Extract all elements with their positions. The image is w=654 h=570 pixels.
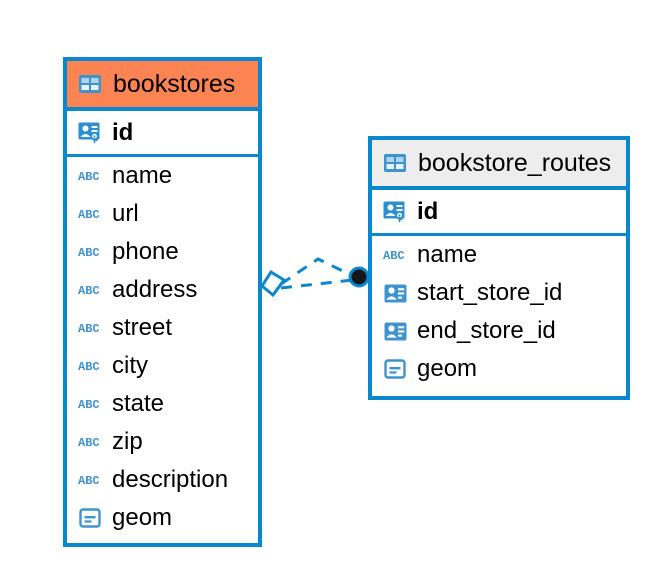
column-row-bookstores-city[interactable]: ABC city <box>67 347 258 385</box>
abc-text-icon: ABC <box>77 355 103 377</box>
relationship-line-upper <box>280 257 356 286</box>
abc-text-icon: ABC <box>77 431 103 453</box>
entity-table-bookstores[interactable]: bookstores <box>63 57 262 547</box>
svg-text:ABC: ABC <box>383 249 405 261</box>
column-label-bookstores-street: street <box>112 314 173 341</box>
svg-text:ABC: ABC <box>78 436 100 448</box>
table-grid-icon <box>77 73 103 95</box>
column-row-bookstore-routes-id[interactable]: id <box>372 190 626 236</box>
column-label-bookstore-routes-name: name <box>417 241 478 268</box>
abc-text-icon: ABC <box>77 469 103 491</box>
column-label-bookstore-routes-id: id <box>417 197 439 225</box>
foreign-key-icon <box>382 320 408 342</box>
svg-text:ABC: ABC <box>78 284 100 296</box>
abc-text-icon: ABC <box>77 279 103 301</box>
abc-text-icon: ABC <box>77 241 103 263</box>
column-label-bookstores-id: id <box>112 118 134 146</box>
column-label-bookstores-description: description <box>112 466 229 493</box>
column-label-bookstores-url: url <box>112 200 139 227</box>
column-row-bookstore-routes-start-store-id[interactable]: start_store_id <box>372 274 626 312</box>
svg-text:ABC: ABC <box>78 360 100 372</box>
svg-text:ABC: ABC <box>78 398 100 410</box>
svg-text:ABC: ABC <box>78 208 100 220</box>
column-row-bookstores-street[interactable]: ABC street <box>67 309 258 347</box>
relationship-line-lower <box>280 278 354 290</box>
column-label-bookstores-address: address <box>112 276 198 303</box>
column-row-bookstores-phone[interactable]: ABC phone <box>67 233 258 271</box>
entity-table-bookstore-routes[interactable]: bookstore_routes <box>368 136 630 400</box>
abc-text-icon: ABC <box>382 244 408 266</box>
relationship-target-circle-icon <box>348 266 370 288</box>
abc-text-icon: ABC <box>77 393 103 415</box>
column-label-bookstore-routes-end-store-id: end_store_id <box>417 317 556 344</box>
column-row-bookstores-geom[interactable]: geom <box>67 499 258 537</box>
svg-text:ABC: ABC <box>78 322 100 334</box>
column-row-bookstores-url[interactable]: ABC url <box>67 195 258 233</box>
column-row-bookstores-address[interactable]: ABC address <box>67 271 258 309</box>
table-grid-icon <box>382 152 408 174</box>
column-row-bookstores-state[interactable]: ABC state <box>67 385 258 423</box>
primary-key-icon <box>77 122 103 144</box>
entity-title-bookstore-routes: bookstore_routes <box>418 148 612 177</box>
column-label-bookstores-city: city <box>112 352 148 379</box>
geometry-icon <box>77 507 103 529</box>
svg-text:ABC: ABC <box>78 170 100 182</box>
column-row-bookstores-name[interactable]: ABC name <box>67 157 258 195</box>
entity-title-bookstores: bookstores <box>113 69 236 98</box>
column-label-bookstores-name: name <box>112 162 173 189</box>
abc-text-icon: ABC <box>77 203 103 225</box>
column-label-bookstores-zip: zip <box>112 428 143 455</box>
column-row-bookstores-description[interactable]: ABC description <box>67 461 258 499</box>
relationship-source-diamond-icon <box>260 269 287 298</box>
column-label-bookstores-geom: geom <box>112 504 173 531</box>
entity-columns-bookstore-routes: id ABC name <box>372 190 626 388</box>
entity-header-bookstores[interactable]: bookstores <box>67 61 258 111</box>
column-row-bookstore-routes-end-store-id[interactable]: end_store_id <box>372 312 626 350</box>
svg-text:ABC: ABC <box>78 246 100 258</box>
foreign-key-icon <box>382 282 408 304</box>
column-row-bookstores-id[interactable]: id <box>67 111 258 157</box>
column-row-bookstore-routes-geom[interactable]: geom <box>372 350 626 388</box>
entity-header-bookstore-routes[interactable]: bookstore_routes <box>372 140 626 190</box>
geometry-icon <box>382 358 408 380</box>
primary-key-icon <box>382 201 408 223</box>
column-label-bookstores-state: state <box>112 390 165 417</box>
column-row-bookstores-zip[interactable]: ABC zip <box>67 423 258 461</box>
column-row-bookstore-routes-name[interactable]: ABC name <box>372 236 626 274</box>
column-label-bookstore-routes-geom: geom <box>417 355 478 382</box>
column-label-bookstore-routes-start-store-id: start_store_id <box>417 279 563 306</box>
entity-columns-bookstores: id ABC name ABC url <box>67 111 258 537</box>
abc-text-icon: ABC <box>77 165 103 187</box>
abc-text-icon: ABC <box>77 317 103 339</box>
column-label-bookstores-phone: phone <box>112 238 179 265</box>
svg-text:ABC: ABC <box>78 474 100 486</box>
